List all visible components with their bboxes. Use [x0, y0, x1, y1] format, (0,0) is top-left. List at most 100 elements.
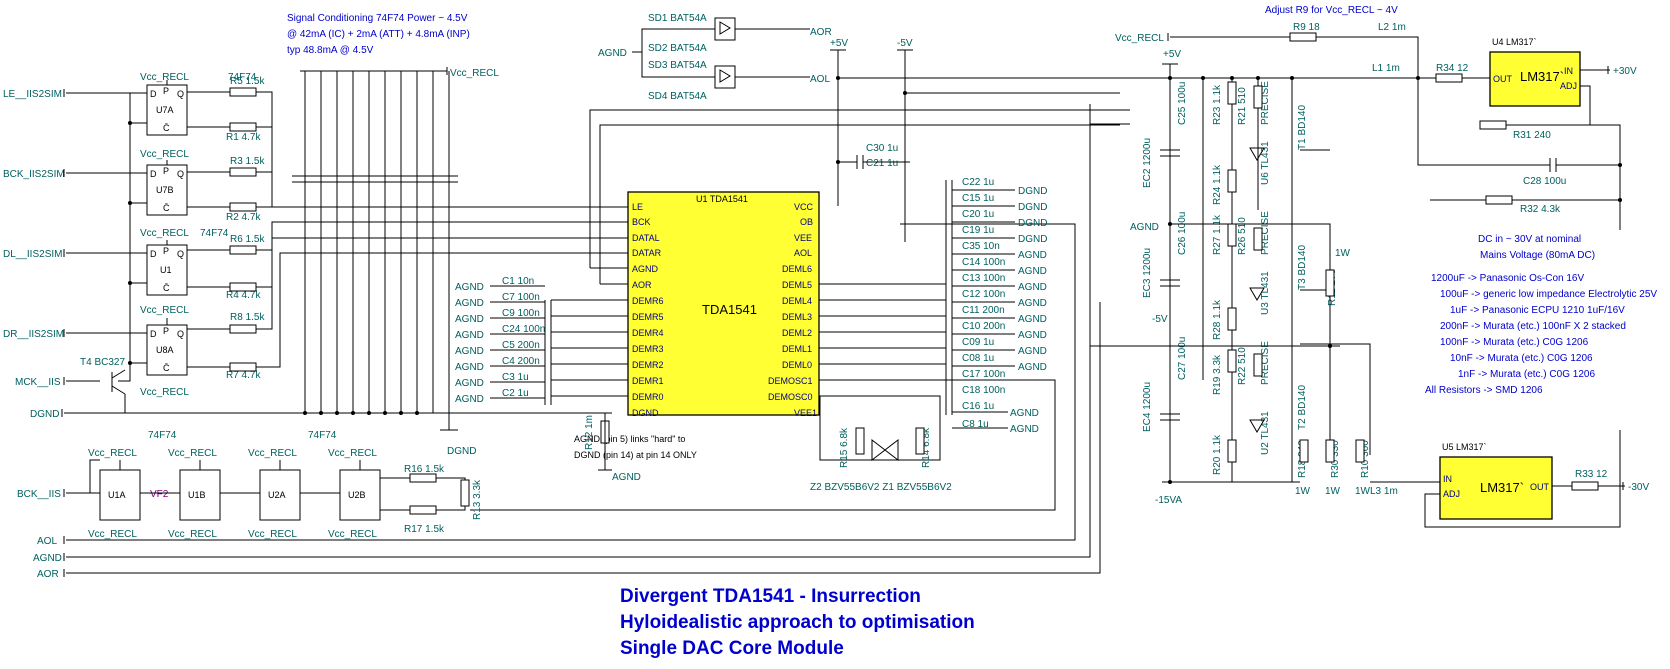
precise-1: PRECISE: [1260, 81, 1271, 125]
agnd-deml-4: AGND: [1018, 298, 1047, 309]
net-le-input: LE__IIS2SIM: [3, 89, 62, 100]
c11-label: C11 200n: [962, 305, 1005, 316]
c2-label: C2 1u: [502, 388, 529, 399]
u1-ref: U1: [160, 265, 172, 275]
u7b-pin-d: D: [150, 169, 157, 179]
net-bck-input: BCK_IIS2SIM: [3, 169, 65, 180]
c3-label: C3 1u: [502, 372, 529, 383]
net-aor-diodes: AOR: [810, 27, 832, 38]
net-agnd-psu: AGND: [1130, 222, 1159, 233]
note-adjust-r9: Adjust R9 for Vcc_RECL ~ 4V: [1265, 5, 1398, 16]
u8a-vcc: Vcc_RECL: [140, 305, 189, 316]
u5-name: LM317`: [1480, 480, 1524, 495]
dac-pin-aol: AOL: [794, 248, 812, 258]
dac-pin-datar: DATAR: [632, 248, 662, 258]
net-vcc-recl-psu: Vcc_RECL: [1115, 33, 1164, 44]
regulator-u5: L3 1m U5 LM317` LM317` IN OUT ADJ R33 12…: [1370, 430, 1649, 528]
title-line-2: Hyloidealistic approach to optimisation: [620, 612, 975, 633]
agnd-deml-8: AGND: [1018, 362, 1047, 373]
dac-ref: U1 TDA1541: [696, 194, 748, 204]
precise-2: PRECISE: [1260, 211, 1271, 255]
c10-label: C10 200n: [962, 321, 1005, 332]
r30-1w: 1W: [1325, 486, 1341, 497]
r21-label: R21 510: [1237, 87, 1248, 125]
c17-label: C17 100n: [962, 369, 1005, 380]
dac-pin-vee: VEE: [794, 233, 812, 243]
agnd-demr-1: AGND: [455, 282, 484, 293]
agnd-deml-1: AGND: [1018, 250, 1047, 261]
flipflop-u7a: Vcc_RECL 74F74 U7A P D Q C̄: [140, 72, 257, 136]
c26-label: C26 100u: [1177, 212, 1188, 255]
u7b-pin-c: C̄: [163, 203, 170, 213]
c27-label: C27 100u: [1177, 337, 1188, 380]
decoupling-bank: Vcc_RECL DGND: [292, 67, 499, 457]
agnd-demr-7: AGND: [455, 378, 484, 389]
r2-label: R2 4.7k: [226, 212, 261, 223]
t1-label: T1 BD140: [1297, 105, 1308, 150]
dac-pin-deml3: DEML3: [782, 312, 812, 322]
u2b-vcc-b: Vcc_RECL: [328, 529, 377, 540]
agnd-demr-6: AGND: [455, 362, 484, 373]
bottom-flipflops: 74F74 74F74 Vcc_RECL Vcc_RECL Vcc_RECL V…: [88, 430, 410, 540]
u7b-pin-q: Q: [177, 169, 184, 179]
ec3-label: EC3 1200u: [1142, 248, 1153, 298]
zener-group: R15 6.8k R14 6.8k Z2 BZV55B6V2 Z1 BZV55B…: [810, 427, 952, 493]
dac-pin-deml6: DEML6: [782, 264, 812, 274]
dac-pin-le: LE: [632, 202, 643, 212]
net-dl-input: DL__IIS2SIM: [3, 249, 62, 260]
r22-label: R22 510: [1237, 347, 1248, 385]
r7-label: R7 4.7k: [226, 370, 261, 381]
u1b-vcc-b: Vcc_RECL: [168, 529, 217, 540]
r23-label: R23 1.1k: [1212, 84, 1223, 125]
dac-pin-datal: DATAL: [632, 233, 660, 243]
r18-1w: 1W: [1295, 486, 1311, 497]
u8a-pin-q: Q: [177, 329, 184, 339]
net-dgnd-input: DGND: [30, 409, 59, 420]
bom-7: 1nF -> Murata (etc.) C0G 1206: [1458, 369, 1595, 380]
left-resistors: R5 1.5k R1 4.7k R3 1.5k R2 4.7k R6 1.5k …: [187, 76, 628, 381]
u7a-pin-d: D: [150, 89, 157, 99]
c21-label: C21 1u: [866, 158, 898, 169]
title-line-1: Divergent TDA1541 - Insurrection: [620, 586, 921, 607]
title-line-3: Single DAC Core Module: [620, 638, 844, 659]
diode-group: SD1 BAT54A SD2 BAT54A SD3 BAT54A SD4 BAT…: [598, 13, 832, 102]
net-m15va: -15VA: [1155, 495, 1182, 506]
u1a-ref: U1A: [108, 490, 126, 500]
c4-label: C4 200n: [502, 356, 540, 367]
c14-label: C14 100n: [962, 257, 1005, 268]
r31-label: R31 240: [1513, 130, 1551, 141]
r28-label: R28 1.1k: [1212, 299, 1223, 340]
bom-3: 1uF -> Panasonic ECPU 1210 1uF/16V: [1450, 305, 1625, 316]
note-signal-power-1: Signal Conditioning 74F74 Power ~ 4.5V: [287, 13, 468, 24]
u1-pin-p: P: [163, 246, 169, 256]
dac-pin-demr2: DEMR2: [632, 360, 664, 370]
dac-pin-deml5: DEML5: [782, 280, 812, 290]
c12-label: C12 100n: [962, 289, 1005, 300]
sd3-label: SD3 BAT54A: [648, 60, 707, 71]
bom-5: 100nF -> Murata (etc.) C0G 1206: [1440, 337, 1589, 348]
r4-label: R4 4.7k: [226, 290, 261, 301]
dac-tda1541: U1 TDA1541 TDA1541 LE BCK DATAL DATAR AG…: [627, 191, 820, 418]
u5-pin-out: OUT: [1530, 482, 1550, 492]
r12-label: R12 1m: [584, 415, 595, 450]
u2a-vcc-b: Vcc_RECL: [248, 529, 297, 540]
u4-pin-in: IN: [1564, 66, 1573, 76]
u7a-pin-q: Q: [177, 89, 184, 99]
l3-label: L3 1m: [1370, 486, 1398, 497]
r8-label: R8 1.5k: [230, 312, 265, 323]
net-bck-iis-input: BCK__IIS: [17, 489, 61, 500]
bom-6: 10nF -> Murata (etc.) C0G 1206: [1450, 353, 1593, 364]
u5-ref: U5 LM317`: [1442, 442, 1487, 452]
c25-label: C25 100u: [1177, 82, 1188, 125]
c9-label: C9 100n: [502, 308, 540, 319]
c1-label: C1 10n: [502, 276, 534, 287]
u7a-family: 74F74: [228, 72, 257, 83]
dgnd-deml-2: DGND: [1018, 202, 1047, 213]
output-nets: AOL AGND AOR: [33, 104, 1130, 580]
junction-dots: [128, 76, 1622, 484]
u2a-ref: U2A: [268, 490, 286, 500]
dac-pin-demr6: DEMR6: [632, 296, 664, 306]
u1-pin-q: Q: [177, 249, 184, 259]
agnd-deml-7: AGND: [1018, 346, 1047, 357]
